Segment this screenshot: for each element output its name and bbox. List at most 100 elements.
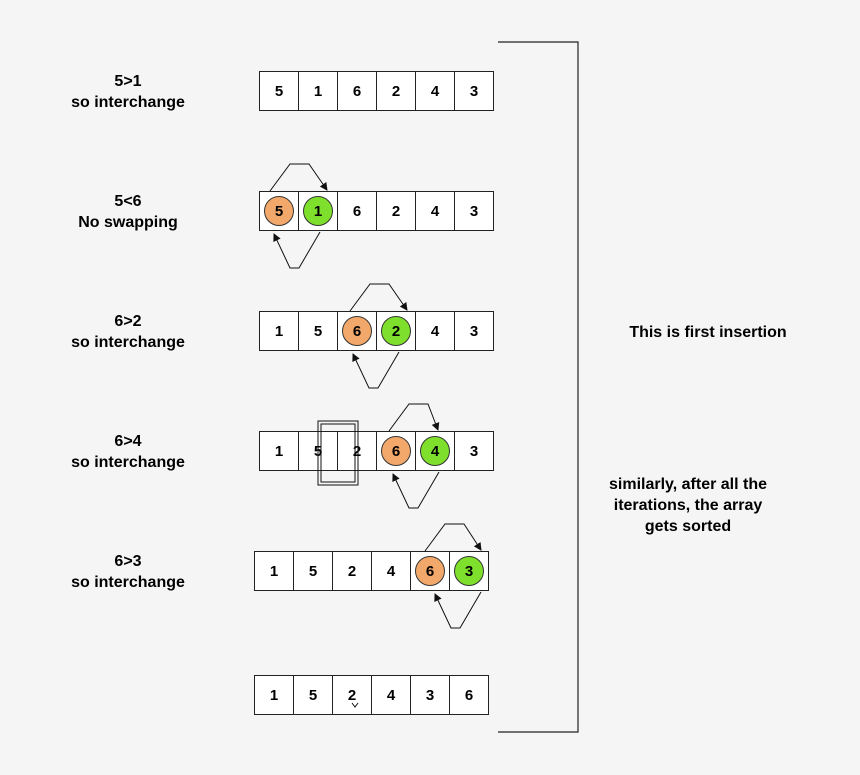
cell-value: 3	[469, 442, 479, 460]
right-bracket	[498, 41, 579, 733]
cell-value: 1	[313, 82, 323, 100]
cell-value: 4	[430, 322, 440, 340]
array-cell: 4	[415, 431, 455, 471]
array-cell: 3	[454, 191, 494, 231]
array-cell: 2	[376, 191, 416, 231]
cell-value: 2	[391, 82, 401, 100]
step-5-action: so interchange	[71, 574, 185, 591]
compare-left-circle: 5	[264, 196, 294, 226]
cell-value: 5	[313, 442, 323, 460]
step-3-action: so interchange	[71, 334, 185, 351]
array-cell: 5	[293, 551, 333, 591]
cell-value: 1	[274, 442, 284, 460]
swap-arrow-top	[388, 403, 440, 432]
sorted-note-line-1: similarly, after all the	[609, 476, 767, 493]
array-row-4: 1 5 2 6 4 3	[259, 431, 494, 471]
step-3-comparison: 6>2	[114, 313, 142, 330]
array-cell: 6	[337, 71, 377, 111]
swap-arrow-top	[269, 163, 328, 192]
cell-value: 6	[464, 686, 474, 704]
array-cell: 3	[454, 71, 494, 111]
cell-value: 3	[469, 202, 479, 220]
compare-left-circle: 6	[381, 436, 411, 466]
cell-value: 5	[313, 322, 323, 340]
step-5-label: 6>3 so interchange	[33, 551, 223, 593]
step-1-label: 5>1 so interchange	[33, 71, 223, 113]
first-insertion-note: This is first insertion	[598, 322, 818, 343]
cell-value: 3	[469, 322, 479, 340]
array-cell: 5	[259, 191, 299, 231]
step-4-action: so interchange	[71, 454, 185, 471]
swap-arrow-bottom	[434, 591, 482, 629]
cell-value: 1	[269, 686, 279, 704]
array-cell: 5	[298, 431, 338, 471]
swap-arrow-bottom	[352, 351, 400, 389]
cell-value: 1	[274, 322, 284, 340]
array-cell: 6	[410, 551, 450, 591]
array-cell: 4	[415, 71, 455, 111]
cell-value: 5	[274, 82, 284, 100]
array-cell: 2	[332, 551, 372, 591]
array-row-final: 1 5 2 4 3 6	[254, 675, 489, 715]
compare-right-circle: 4	[420, 436, 450, 466]
array-cell: 6	[337, 191, 377, 231]
cell-value: 3	[469, 82, 479, 100]
array-cell: 2	[376, 311, 416, 351]
cell-value: 4	[386, 562, 396, 580]
swap-arrow-top	[349, 283, 408, 312]
array-row-1: 5 1 6 2 4 3	[259, 71, 494, 111]
step-1-action: so interchange	[71, 94, 185, 111]
cell-value: 6	[352, 202, 362, 220]
step-2-comparison: 5<6	[114, 193, 142, 210]
step-3-label: 6>2 so interchange	[33, 311, 223, 353]
cell-value: 5	[308, 562, 318, 580]
array-cell: 1	[254, 551, 294, 591]
array-cell: 6	[376, 431, 416, 471]
compare-right-circle: 3	[454, 556, 484, 586]
cell-value: 6	[352, 82, 362, 100]
array-cell: 3	[410, 675, 450, 715]
cell-value: 4	[430, 82, 440, 100]
array-cell: 1	[298, 191, 338, 231]
array-cell: 6	[449, 675, 489, 715]
array-cell: 4	[415, 311, 455, 351]
compare-right-circle: 1	[303, 196, 333, 226]
array-cell: 5	[298, 311, 338, 351]
array-cell: 5	[259, 71, 299, 111]
cell-value: 2	[352, 442, 362, 460]
array-cell: 2	[376, 71, 416, 111]
cell-value: 4	[430, 202, 440, 220]
compare-right-circle: 2	[381, 316, 411, 346]
array-cell: 2	[337, 431, 377, 471]
compare-left-circle: 6	[415, 556, 445, 586]
cell-value: 2	[391, 202, 401, 220]
step-5-comparison: 6>3	[114, 553, 142, 570]
cell-value: 2	[347, 562, 357, 580]
cell-value: 4	[386, 686, 396, 704]
cell-value: 3	[425, 686, 435, 704]
array-cell: 1	[259, 311, 299, 351]
step-2-label: 5<6 No swapping	[33, 191, 223, 233]
array-cell: 3	[454, 311, 494, 351]
array-cell: 3	[454, 431, 494, 471]
step-4-label: 6>4 so interchange	[33, 431, 223, 473]
array-cell: 3	[449, 551, 489, 591]
array-cell: 6	[337, 311, 377, 351]
sorted-note-line-2: iterations, the array	[613, 497, 763, 514]
first-insertion-text: This is first insertion	[629, 324, 787, 341]
array-cell: 1	[259, 431, 299, 471]
cell-value: 1	[269, 562, 279, 580]
swap-arrow-bottom	[273, 231, 321, 269]
compare-left-circle: 6	[342, 316, 372, 346]
cell-value: 2	[347, 686, 357, 704]
swap-arrow-bottom	[392, 471, 440, 509]
step-2-action: No swapping	[78, 214, 178, 231]
swap-arrow-top	[424, 523, 482, 552]
array-row-5: 1 5 2 4 6 3	[254, 551, 489, 591]
array-cell: 4	[371, 675, 411, 715]
step-4-comparison: 6>4	[114, 433, 142, 450]
array-row-2: 5 1 6 2 4 3	[259, 191, 494, 231]
array-cell: 2	[332, 675, 372, 715]
array-cell: 4	[371, 551, 411, 591]
